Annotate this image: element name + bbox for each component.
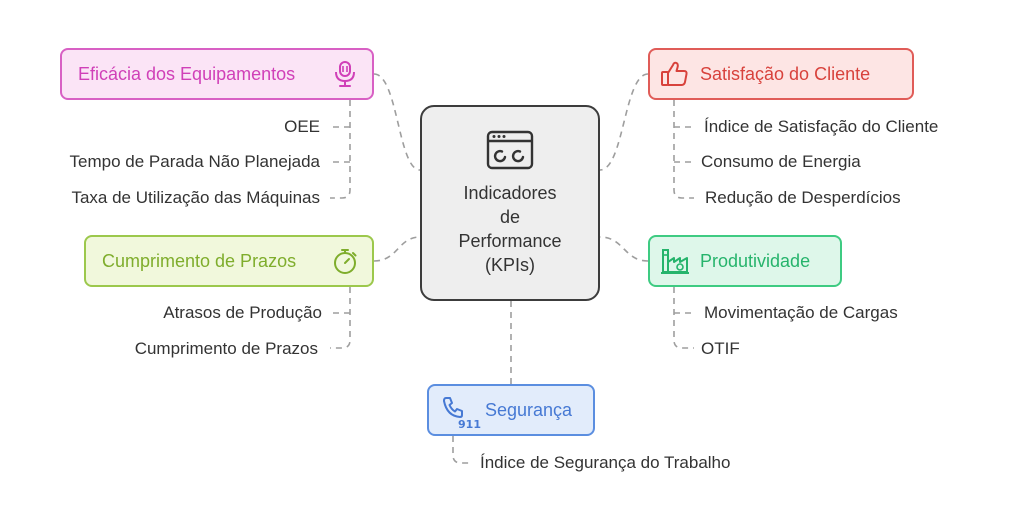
- stopwatch-icon: [330, 246, 360, 276]
- branch-label: Produtividade: [700, 250, 811, 271]
- emergency-number: 911: [458, 418, 481, 431]
- list-item: Tempo de Parada Não Planejada: [69, 152, 320, 171]
- list-item: Consumo de Energia: [701, 152, 861, 171]
- list-item: OEE: [284, 117, 320, 136]
- branch-label: Cumprimento de Prazos: [102, 250, 297, 271]
- branch-label: Segurança: [485, 399, 573, 420]
- connector-seguranca-items: [452, 436, 472, 464]
- connector-produtividade-items: [673, 287, 694, 349]
- branch-satisfacao-cliente[interactable]: Satisfação do Cliente: [648, 48, 914, 100]
- list-item: Índice de Satisfação do Cliente: [704, 117, 939, 136]
- microphone-icon: [330, 59, 360, 89]
- factory-icon: [660, 246, 690, 276]
- thumbs-up-icon: [660, 59, 690, 89]
- connector-center-cumprimento: [373, 236, 421, 262]
- connector-center-satisfacao: [599, 73, 649, 171]
- center-node[interactable]: Indicadores de Performance (KPIs): [420, 105, 600, 301]
- list-item: Atrasos de Produção: [163, 303, 322, 322]
- center-title: Indicadores de Performance (KPIs): [458, 182, 562, 275]
- connector-satisfacao-items: [673, 100, 694, 199]
- connector-center-produtividade: [599, 236, 649, 262]
- branch-eficacia-equipamentos[interactable]: Eficácia dos Equipamentos: [60, 48, 374, 100]
- emergency-call-icon: 911: [439, 395, 481, 431]
- connector-cumprimento-items: [330, 287, 351, 349]
- list-item: Índice de Segurança do Trabalho: [480, 453, 731, 472]
- dashboard-icon: [486, 130, 534, 175]
- connector-center-eficacia: [373, 73, 421, 171]
- list-item: Redução de Desperdícios: [705, 188, 901, 207]
- branch-seguranca[interactable]: 911 Segurança: [427, 384, 595, 436]
- branch-label: Satisfação do Cliente: [700, 63, 871, 84]
- list-item: Cumprimento de Prazos: [134, 339, 318, 358]
- list-item: Taxa de Utilização das Máquinas: [71, 188, 320, 207]
- branch-produtividade[interactable]: Produtividade: [648, 235, 842, 287]
- branch-label: Eficácia dos Equipamentos: [78, 63, 296, 84]
- connector-eficacia-items: [330, 100, 351, 199]
- branch-cumprimento-prazos[interactable]: Cumprimento de Prazos: [84, 235, 374, 287]
- list-item: OTIF: [701, 339, 740, 358]
- list-item: Movimentação de Cargas: [704, 303, 898, 322]
